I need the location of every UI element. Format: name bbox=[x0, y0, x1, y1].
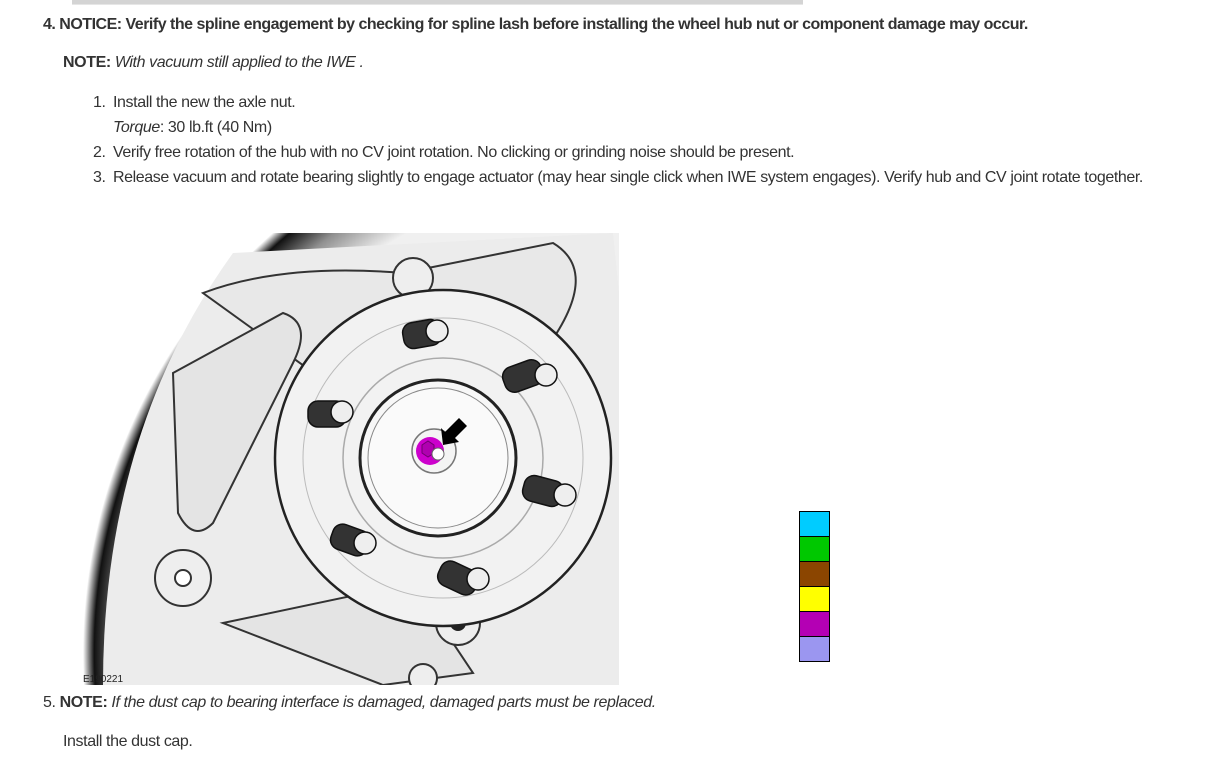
step-4-note: NOTE: With vacuum still applied to the I… bbox=[63, 54, 364, 72]
substep-text: Verify free rotation of the hub with no … bbox=[113, 144, 795, 161]
legend-swatch-yellow bbox=[799, 586, 830, 611]
torque-spec: Torque: 30 lb.ft (40 Nm) bbox=[113, 115, 1213, 140]
note-text: With vacuum still applied to the IWE . bbox=[114, 54, 364, 71]
substep-text: Release vacuum and rotate bearing slight… bbox=[113, 169, 1143, 186]
callout-arrow bbox=[441, 418, 469, 445]
note-label: NOTE: bbox=[59, 694, 108, 711]
note-text: If the dust cap to bearing interface is … bbox=[111, 694, 656, 711]
substep-number: 2. bbox=[93, 144, 106, 161]
note-label: NOTE: bbox=[63, 54, 111, 71]
figure-id-label: E190221 bbox=[83, 674, 124, 685]
substep-list: 1. Install the new the axle nut. Torque:… bbox=[93, 90, 1213, 190]
notice-text: NOTICE: Verify the spline engagement by … bbox=[59, 16, 1028, 33]
substep-2: 2. Verify free rotation of the hub with … bbox=[93, 140, 1213, 165]
substep-3: 3. Release vacuum and rotate bearing sli… bbox=[93, 165, 1213, 190]
legend-swatch-magenta bbox=[799, 611, 830, 636]
torque-label: Torque bbox=[113, 119, 160, 136]
color-legend bbox=[799, 511, 830, 662]
substep-number: 3. bbox=[93, 169, 106, 186]
step-4-notice: 4. NOTICE: Verify the spline engagement … bbox=[43, 16, 1028, 34]
legend-swatch-cyan bbox=[799, 511, 830, 536]
legend-swatch-lavender bbox=[799, 636, 830, 662]
substep-1: 1. Install the new the axle nut. Torque:… bbox=[93, 90, 1213, 140]
step-5-note: 5. NOTE: If the dust cap to bearing inte… bbox=[43, 694, 656, 712]
legend-swatch-brown bbox=[799, 561, 830, 586]
legend-swatch-green bbox=[799, 536, 830, 561]
step-number: 5. bbox=[43, 694, 56, 711]
top-divider-bar bbox=[72, 0, 803, 5]
substep-number: 1. bbox=[93, 94, 106, 111]
substep-text: Install the new the axle nut. bbox=[113, 94, 296, 111]
wheel-hub-illustration bbox=[83, 233, 619, 685]
step-5-instruction: Install the dust cap. bbox=[63, 733, 193, 750]
hub-diagram-svg bbox=[83, 233, 619, 685]
step-number: 4. bbox=[43, 16, 56, 33]
torque-value: : 30 lb.ft (40 Nm) bbox=[159, 119, 272, 136]
